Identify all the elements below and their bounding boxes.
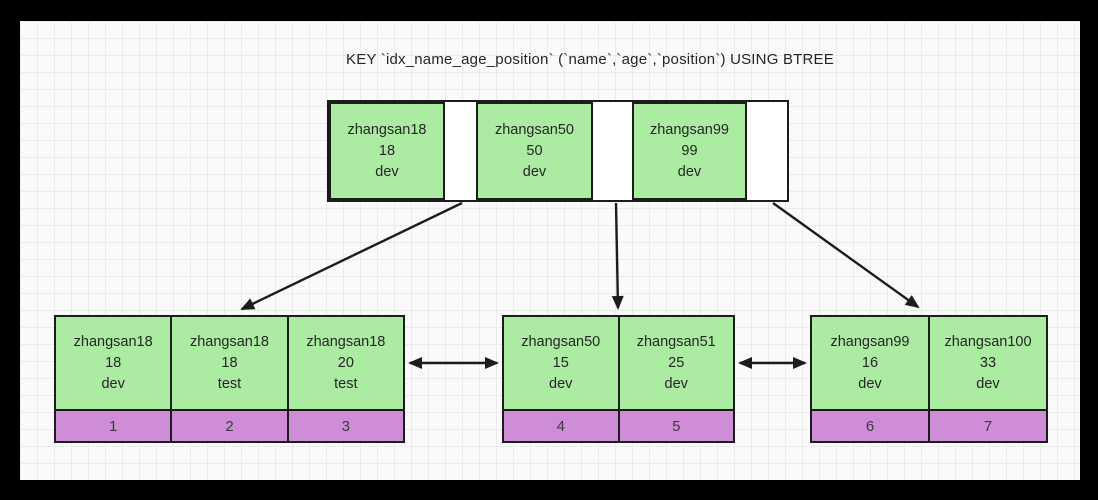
page-number-cell: 7 [930,411,1046,441]
child-pointer-cell [445,102,476,200]
child-pointer-cell [747,102,787,200]
root-to-leaf2-arrow [611,202,624,310]
child-pointer-cell [593,102,632,200]
diagram-title: KEY `idx_name_age_position` (`name`,`age… [346,51,834,68]
page-number-cell: 4 [504,411,618,441]
key-name: zhangsan51 [636,333,716,350]
index-key-cell: zhangsan50 50 dev [476,102,593,200]
key-position: test [217,375,242,392]
page-number: 4 [556,417,565,435]
btree-leaf-node-3: zhangsan99 16 dev 6 zhangsan100 33 dev 7 [810,315,1048,443]
key-position: dev [664,375,688,392]
root-to-leaf1-arrow [240,201,463,311]
btree-root-node: zhangsan18 18 dev zhangsan50 50 dev zhan… [327,100,789,202]
page-number-cell: 5 [619,411,733,441]
key-age: 99 [681,142,698,159]
index-key-cell: zhangsan100 33 dev [930,317,1046,411]
key-name: zhangsan50 [521,333,601,350]
leaf-entry: zhangsan18 18 dev 1 [56,317,173,441]
key-age: 50 [526,142,543,159]
key-name: zhangsan18 [306,333,386,350]
page-number: 7 [983,417,993,435]
page-number: 1 [108,417,118,435]
key-position: dev [375,163,399,180]
page-number: 6 [865,417,875,435]
page-number: 5 [672,417,681,435]
key-age: 18 [221,354,238,371]
key-age: 18 [105,354,122,371]
leaf-entry: zhangsan50 15 dev 4 [504,317,620,441]
key-name: zhangsan18 [189,333,269,350]
page-number-cell: 6 [812,411,928,441]
btree-leaf-node-2: zhangsan50 15 dev 4 zhangsan51 25 dev 5 [502,315,735,443]
index-key-cell: zhangsan18 18 test [172,317,287,411]
key-name: zhangsan100 [944,333,1032,350]
leaf-entry: zhangsan18 20 test 3 [288,317,403,441]
index-key-cell: zhangsan51 25 dev [619,317,733,411]
btree-leaf-node-1: zhangsan18 18 dev 1 zhangsan18 18 test 2 [54,315,405,443]
key-name: zhangsan18 [347,121,427,138]
leaf-entry: zhangsan18 18 test 2 [172,317,289,441]
page-number-cell: 3 [288,411,403,441]
index-key-cell: zhangsan18 20 test [288,317,403,411]
index-key-cell: zhangsan18 18 dev [56,317,171,411]
key-name: zhangsan99 [649,121,729,138]
key-position: test [334,375,358,392]
key-age: 25 [668,354,685,371]
key-age: 15 [552,354,569,371]
key-position: dev [522,163,547,180]
index-key-cell: zhangsan99 16 dev [812,317,928,411]
leaf-entry: zhangsan100 33 dev 7 [930,317,1046,441]
key-age: 33 [979,354,997,371]
key-position: dev [549,375,573,392]
page-number-cell: 2 [172,411,287,441]
page-number: 3 [341,417,350,435]
index-key-cell: zhangsan50 15 dev [504,317,618,411]
key-position: dev [677,163,702,180]
key-age: 16 [861,354,879,371]
key-age: 20 [337,354,354,371]
key-name: zhangsan18 [73,333,153,350]
index-key-cell: zhangsan18 18 dev [329,102,445,200]
leaf-entry: zhangsan99 16 dev 6 [812,317,930,441]
page-number: 2 [225,417,234,435]
index-key-cell: zhangsan99 99 dev [632,102,747,200]
key-position: dev [858,375,882,392]
key-position: dev [101,375,125,392]
key-name: zhangsan50 [494,121,574,138]
page-number-cell: 1 [56,411,171,441]
key-age: 18 [378,142,396,159]
root-to-leaf3-arrow [772,202,920,309]
key-name: zhangsan99 [830,333,910,350]
key-position: dev [976,375,1000,392]
leaf-entry: zhangsan51 25 dev 5 [619,317,733,441]
